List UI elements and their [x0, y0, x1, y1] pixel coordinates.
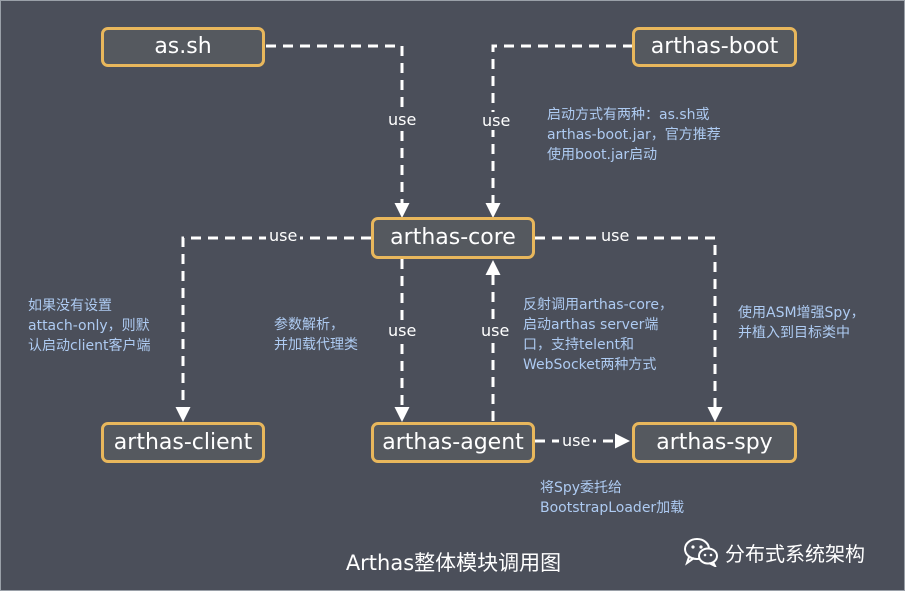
wechat-icon	[684, 538, 718, 567]
node-arthas-spy[interactable]: arthas-spy	[632, 422, 797, 463]
node-arthas-core[interactable]: arthas-core	[371, 217, 535, 259]
note-spy-asm: 使用ASM增强Spy， 并植入到目标类中	[738, 305, 865, 341]
note-spy-delegate: 将Spy委托给 BootstrapLoader加载	[540, 480, 685, 516]
node-arthas-client[interactable]: arthas-client	[101, 422, 265, 463]
edge-label-boot-use: use	[479, 112, 514, 130]
edge-label-agent-spy-use: use	[559, 432, 594, 450]
note-agent-params: 参数解析， 并加载代理类	[274, 317, 358, 353]
brand-name: 分布式系统架构	[725, 541, 865, 566]
edge-label-agent-down-use: use	[385, 322, 420, 340]
edge-core-to-client	[175, 236, 371, 422]
note-reflect: 反射调用arthas-core， 启动arthas server端 口，支持te…	[523, 297, 673, 373]
note-boot: 启动方式有两种：as.sh或 arthas-boot.jar，官方推荐 使用bo…	[547, 107, 721, 163]
node-arthas-agent[interactable]: arthas-agent	[371, 422, 535, 463]
node-as-sh[interactable]: as.sh	[101, 27, 265, 67]
note-client: 如果没有设置 attach-only，则默 认启动client客户端	[28, 298, 151, 354]
edge-label-client-use: use	[266, 227, 301, 245]
node-arthas-boot[interactable]: arthas-boot	[632, 27, 797, 67]
edge-label-spy-use: use	[598, 227, 633, 245]
diagram-title: Arthas整体模块调用图	[345, 551, 562, 575]
edge-core-to-spy	[535, 236, 723, 422]
edge-label-as-sh-use: use	[385, 111, 420, 129]
edge-boot-to-core	[485, 44, 633, 218]
brand: 分布式系统架构	[683, 537, 865, 567]
edge-as-sh-to-core	[266, 44, 410, 218]
edge-label-agent-up-use: use	[478, 322, 513, 340]
